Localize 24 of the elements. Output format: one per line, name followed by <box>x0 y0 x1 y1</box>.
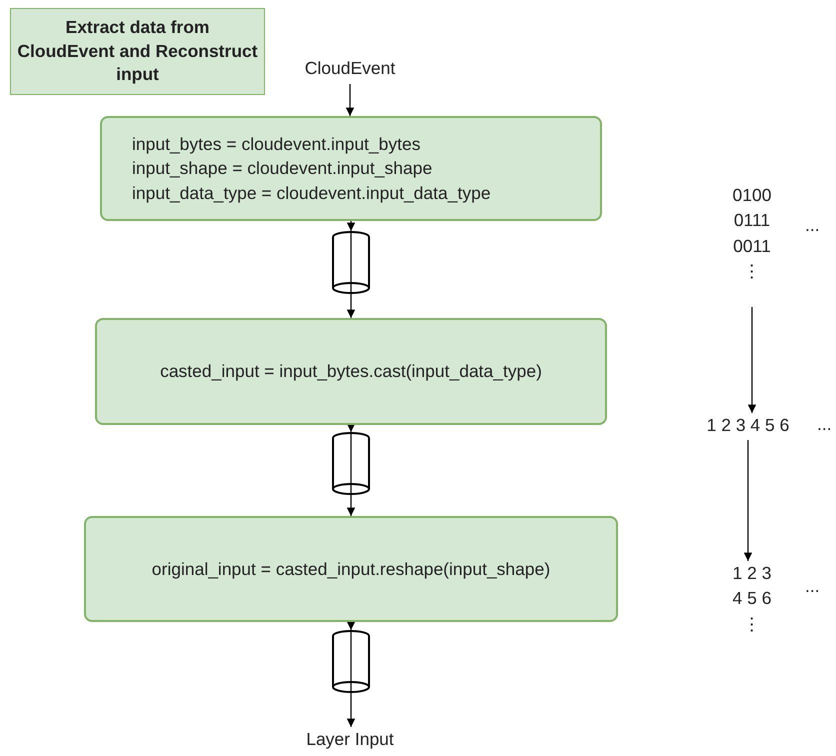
process-box: original_input = casted_input.reshape(input_shape) <box>84 516 618 622</box>
cylinder <box>331 432 371 495</box>
arrow <box>346 84 354 116</box>
cylinder <box>331 630 371 693</box>
input-label: CloudEvent <box>290 56 410 84</box>
output-label: Layer Input <box>290 727 410 755</box>
arrow <box>346 693 356 727</box>
value-matrix: 1 2 3 4 5 6 ⋮ <box>712 561 792 656</box>
title-box: Extract data from CloudEvent and Reconstruct input <box>10 8 265 95</box>
arrow <box>346 622 356 630</box>
continuation-dots: ... <box>805 215 820 236</box>
process-box: input_bytes = cloudevent.input_bytes input_shape = cloudevent.input_shape input_data_type = cloudevent.input_data_type <box>100 116 602 221</box>
arrow <box>346 424 356 432</box>
arrow <box>748 307 756 413</box>
arrow <box>346 221 356 231</box>
bit-values: 0100 0111 0011 ⋮ <box>712 183 792 307</box>
continuation-dots: ... <box>805 576 820 597</box>
arrow <box>346 294 356 318</box>
continuation-dots: ... <box>817 414 832 435</box>
arrow <box>744 440 752 561</box>
value-sequence: 1 2 3 4 5 6 <box>688 413 808 440</box>
process-box: casted_input = input_bytes.cast(input_data_type) <box>95 318 607 425</box>
arrow <box>346 495 356 516</box>
cylinder <box>331 231 371 294</box>
